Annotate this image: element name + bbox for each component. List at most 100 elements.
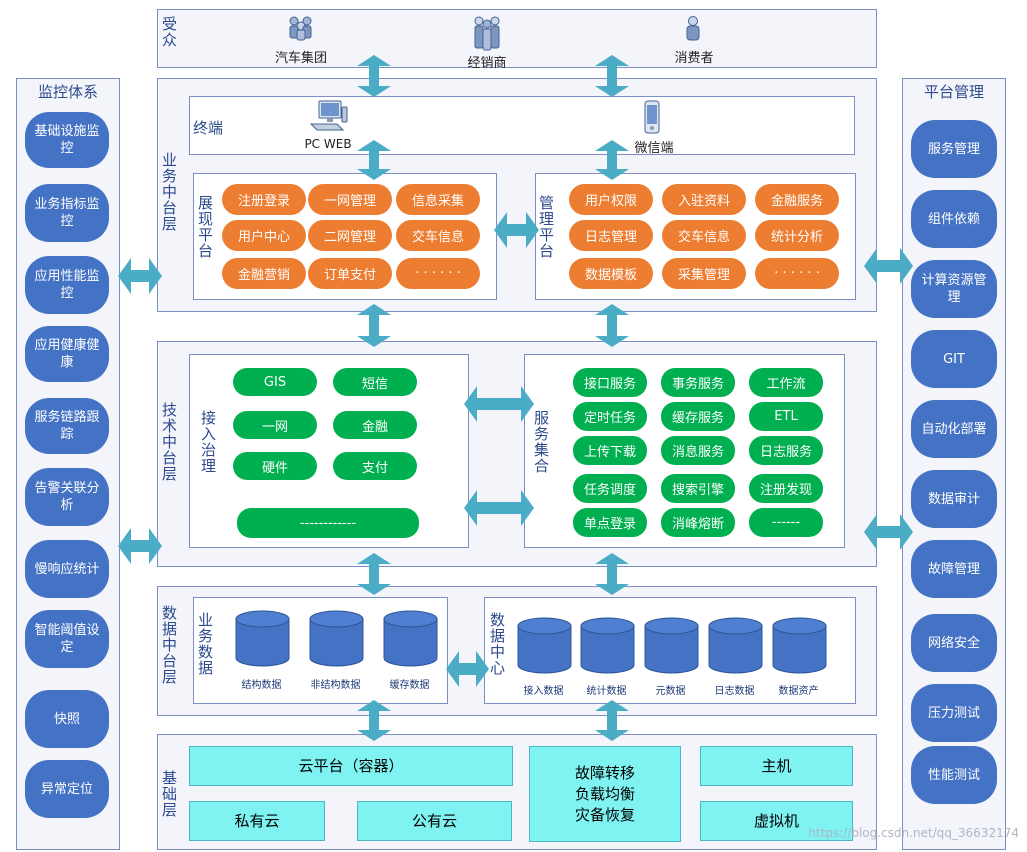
double-arrow-icon bbox=[864, 248, 913, 284]
manage-platform-item: 金融服务 bbox=[755, 184, 839, 215]
manage-platform-item: 日志管理 bbox=[569, 220, 653, 251]
data-center-title: 数据中心 bbox=[488, 612, 506, 676]
double-arrow-icon bbox=[595, 304, 629, 347]
database-icon bbox=[517, 617, 572, 674]
monitoring-item: 异常定位 bbox=[25, 760, 109, 818]
manage-platform-item: 统计分析 bbox=[755, 220, 839, 251]
access-governance-item: 金融 bbox=[333, 411, 417, 439]
access-governance-item: 短信 bbox=[333, 368, 417, 396]
database-icon bbox=[708, 617, 763, 674]
database-icon bbox=[383, 610, 438, 667]
access-governance-item: 硬件 bbox=[233, 452, 317, 480]
platform-mgmt-item: 故障管理 bbox=[911, 540, 997, 598]
data-center-label: 统计数据 bbox=[586, 686, 627, 697]
double-arrow-icon bbox=[118, 528, 162, 564]
audience-item-group: 汽车集团 bbox=[274, 51, 327, 66]
manage-platform-item: 采集管理 bbox=[662, 258, 746, 289]
service-set-item: ------ bbox=[749, 508, 823, 537]
terminal-box bbox=[189, 96, 855, 155]
data-layer-title: 数据中台层 bbox=[160, 605, 178, 685]
manage-platform-item: 入驻资料 bbox=[662, 184, 746, 215]
platform-mgmt-item: 性能测试 bbox=[911, 746, 997, 804]
ha-disaster-recovery: 灾备恢复 bbox=[574, 805, 635, 824]
display-platform-item: 信息采集 bbox=[396, 184, 480, 215]
private-cloud-box: 私有云 bbox=[189, 801, 325, 841]
service-set-item: ETL bbox=[749, 402, 823, 431]
access-governance-item: 支付 bbox=[333, 452, 417, 480]
database-icon bbox=[580, 617, 635, 674]
display-platform-item: 注册登录 bbox=[222, 184, 306, 215]
watermark: https://blog.csdn.net/qq_36632174 bbox=[808, 826, 1019, 840]
double-arrow-icon bbox=[357, 553, 391, 595]
monitoring-title: 监控体系 bbox=[37, 83, 98, 101]
data-center-label: 接入数据 bbox=[523, 686, 564, 697]
double-arrow-icon bbox=[595, 55, 629, 97]
access-governance-item: 一网 bbox=[233, 411, 317, 439]
service-set-item: 单点登录 bbox=[573, 508, 647, 537]
monitoring-item: 应用健康健康 bbox=[25, 326, 109, 382]
database-icon bbox=[309, 610, 364, 667]
display-platform-item: 一网管理 bbox=[308, 184, 392, 215]
service-set-item: 搜索引擎 bbox=[661, 474, 735, 503]
audience-title: 受众 bbox=[160, 16, 178, 48]
data-center-label: 数据资产 bbox=[778, 686, 819, 697]
database-icon bbox=[772, 617, 827, 674]
manage-platform-item: 用户权限 bbox=[569, 184, 653, 215]
access-governance-title: 接入治理 bbox=[199, 410, 217, 474]
double-arrow-icon bbox=[357, 304, 391, 347]
manage-platform-item: 交车信息 bbox=[662, 220, 746, 251]
pc-icon bbox=[309, 100, 348, 131]
double-arrow-icon bbox=[357, 700, 391, 741]
service-set-item: 任务调度 bbox=[573, 474, 647, 503]
tech-layer-title: 技术中台层 bbox=[160, 402, 178, 482]
double-arrow-icon bbox=[118, 258, 162, 294]
platform-mgmt-item: 压力测试 bbox=[911, 684, 997, 742]
business-layer-title: 业务中台层 bbox=[160, 152, 178, 232]
business-data-title: 业务数据 bbox=[196, 612, 214, 676]
public-cloud-box: 公有云 bbox=[357, 801, 512, 841]
database-icon bbox=[235, 610, 290, 667]
audience-item-dealer: 经销商 bbox=[467, 56, 507, 71]
consumer-icon bbox=[686, 16, 700, 41]
monitoring-item: 业务指标监控 bbox=[25, 184, 109, 242]
double-arrow-icon bbox=[464, 490, 534, 526]
ha-load-balancing: 负载均衡 bbox=[574, 784, 635, 803]
display-platform-item: 二网管理 bbox=[308, 220, 392, 251]
data-center-label: 元数据 bbox=[655, 686, 686, 697]
monitoring-item: 智能阈值设定 bbox=[25, 610, 109, 668]
audience-bar bbox=[157, 9, 877, 68]
platform-mgmt-item: 数据审计 bbox=[911, 470, 997, 528]
platform-mgmt-item: 服务管理 bbox=[911, 120, 997, 178]
audience-item-consumer: 消费者 bbox=[674, 51, 714, 66]
database-icon bbox=[644, 617, 699, 674]
platform-mgmt-item: 组件依赖 bbox=[911, 190, 997, 248]
business-data-label: 缓存数据 bbox=[389, 680, 430, 691]
double-arrow-icon bbox=[595, 140, 629, 180]
display-platform-item: 订单支付 bbox=[308, 258, 392, 289]
service-set-item: 消息服务 bbox=[661, 436, 735, 465]
monitoring-item: 服务链路跟踪 bbox=[25, 398, 109, 454]
monitoring-item: 快照 bbox=[25, 690, 109, 748]
double-arrow-icon bbox=[864, 514, 913, 550]
double-arrow-icon bbox=[357, 55, 391, 97]
data-center-label: 日志数据 bbox=[714, 686, 755, 697]
manage-platform-title: 管理平台 bbox=[537, 195, 555, 259]
monitoring-item: 慢响应统计 bbox=[25, 540, 109, 598]
monitoring-item: 基础设施监控 bbox=[25, 112, 109, 168]
terminal-wechat-label: 微信端 bbox=[634, 141, 674, 156]
vm-box: 虚拟机 bbox=[700, 801, 853, 841]
monitoring-item: 告警关联分析 bbox=[25, 468, 109, 526]
display-platform-item: 金融营销 bbox=[222, 258, 306, 289]
access-governance-item: GIS bbox=[233, 368, 317, 396]
double-arrow-icon bbox=[464, 386, 534, 422]
service-set-item: 注册发现 bbox=[749, 474, 823, 503]
display-platform-item: 用户中心 bbox=[222, 220, 306, 251]
service-set-item: 工作流 bbox=[749, 368, 823, 397]
base-layer-title: 基础层 bbox=[160, 770, 178, 818]
double-arrow-icon bbox=[446, 651, 489, 687]
service-set-title: 服务集合 bbox=[532, 410, 550, 474]
service-set-item: 日志服务 bbox=[749, 436, 823, 465]
wechat-phone-icon bbox=[644, 100, 660, 134]
service-set-item: 定时任务 bbox=[573, 402, 647, 431]
